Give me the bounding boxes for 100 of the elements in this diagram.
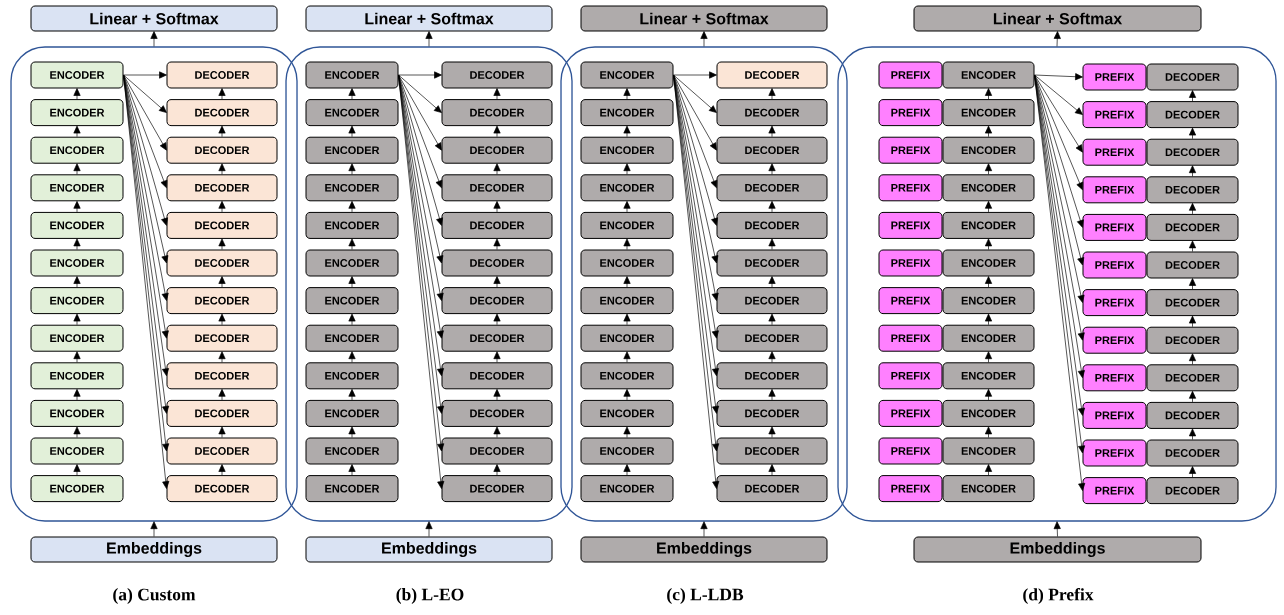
encoder-block: ENCODER xyxy=(942,211,1035,239)
arrow xyxy=(398,74,442,113)
decoder-block: DECODER xyxy=(716,475,828,503)
decoder-block: DECODER xyxy=(716,61,828,89)
decoder-block: DECODER xyxy=(166,362,278,390)
arrow xyxy=(768,163,776,175)
arrow xyxy=(1188,240,1197,252)
prefix-block: PREFIX xyxy=(878,362,943,390)
decoder-block: DECODER xyxy=(166,249,278,277)
encoder-block: ENCODER xyxy=(305,437,399,465)
decoder-block: DECODER xyxy=(1146,477,1239,505)
encoder-block: ENCODER xyxy=(305,324,399,352)
decoder-block: DECODER xyxy=(1146,251,1239,279)
subfigure-caption: (d) Prefix xyxy=(1023,588,1094,604)
arrow xyxy=(218,426,226,438)
arrow xyxy=(73,125,81,138)
decoder-block: DECODER xyxy=(166,324,278,352)
output-layer-box: Linear + Softmax xyxy=(305,5,553,32)
decoder-block: DECODER xyxy=(716,211,828,239)
arrow xyxy=(623,426,631,438)
encoder-block: ENCODER xyxy=(580,287,674,315)
arrow xyxy=(1188,202,1197,215)
arrow xyxy=(984,426,993,438)
decoder-block: DECODER xyxy=(716,362,828,390)
encoder-block: ENCODER xyxy=(580,61,674,89)
arrow xyxy=(73,276,81,288)
decoder-block: DECODER xyxy=(716,437,828,465)
arrow xyxy=(73,200,81,213)
arrow xyxy=(1053,31,1061,47)
decoder-block: DECODER xyxy=(166,99,278,127)
prefix-block: PREFIX xyxy=(1082,364,1147,392)
arrow xyxy=(768,426,776,438)
decoder-block: DECODER xyxy=(1146,176,1239,204)
arrow xyxy=(398,74,442,151)
decoder-block: DECODER xyxy=(166,287,278,315)
arrow xyxy=(150,31,158,47)
arrow xyxy=(493,238,501,250)
arrow xyxy=(984,238,993,250)
decoder-block: DECODER xyxy=(441,437,553,465)
prefix-block: PREFIX xyxy=(878,211,943,239)
arrow xyxy=(984,276,993,288)
embedding-box: Embeddings xyxy=(305,536,553,563)
decoder-block: DECODER xyxy=(441,211,553,239)
decoder-block: DECODER xyxy=(441,362,553,390)
prefix-block: PREFIX xyxy=(878,99,943,127)
encoder-block: ENCODER xyxy=(942,399,1035,427)
encoder-block: ENCODER xyxy=(30,136,124,164)
decoder-block: DECODER xyxy=(441,475,553,503)
arrow xyxy=(623,313,631,326)
encoder-block: ENCODER xyxy=(305,174,399,202)
decoder-block: DECODER xyxy=(716,399,828,427)
prefix-block: PREFIX xyxy=(1082,213,1147,241)
arrow xyxy=(493,125,501,138)
encoder-block: ENCODER xyxy=(942,61,1035,89)
encoder-block: ENCODER xyxy=(30,399,124,427)
arrow xyxy=(623,200,631,213)
arrow xyxy=(348,163,356,175)
prefix-block: PREFIX xyxy=(1082,477,1147,505)
arrow xyxy=(348,313,356,326)
arrow xyxy=(623,125,631,138)
arrow xyxy=(348,464,356,476)
prefix-block: PREFIX xyxy=(878,475,943,503)
arrow xyxy=(73,88,81,100)
arrow xyxy=(1034,74,1083,115)
arrow xyxy=(493,464,501,476)
prefix-block: PREFIX xyxy=(878,61,943,89)
arrow xyxy=(623,388,631,401)
arrow xyxy=(984,88,993,100)
model-container xyxy=(10,46,298,522)
encoder-block: ENCODER xyxy=(580,399,674,427)
arrow xyxy=(348,88,356,100)
encoder-block: ENCODER xyxy=(30,362,124,390)
arrow xyxy=(623,88,631,100)
encoder-block: ENCODER xyxy=(305,99,399,127)
arrow xyxy=(218,200,226,213)
encoder-block: ENCODER xyxy=(305,399,399,427)
output-layer-box: Linear + Softmax xyxy=(30,5,278,32)
encoder-block: ENCODER xyxy=(942,287,1035,315)
arrow xyxy=(673,74,717,113)
encoder-block: ENCODER xyxy=(30,287,124,315)
decoder-block: DECODER xyxy=(716,249,828,277)
decoder-block: DECODER xyxy=(716,174,828,202)
encoder-block: ENCODER xyxy=(580,211,674,239)
arrow xyxy=(218,388,226,401)
arrow xyxy=(493,276,501,288)
arrow xyxy=(1188,466,1197,478)
encoder-block: ENCODER xyxy=(30,174,124,202)
prefix-block: PREFIX xyxy=(1082,439,1147,467)
prefix-block: PREFIX xyxy=(878,324,943,352)
encoder-block: ENCODER xyxy=(942,324,1035,352)
model-container xyxy=(285,46,573,522)
decoder-block: DECODER xyxy=(166,136,278,164)
arrow xyxy=(623,163,631,175)
arrow xyxy=(1188,390,1197,403)
arrow xyxy=(150,521,158,537)
arrow xyxy=(348,388,356,401)
arrow xyxy=(73,426,81,438)
prefix-block: PREFIX xyxy=(1082,289,1147,317)
arrow xyxy=(348,276,356,288)
encoder-block: ENCODER xyxy=(580,362,674,390)
